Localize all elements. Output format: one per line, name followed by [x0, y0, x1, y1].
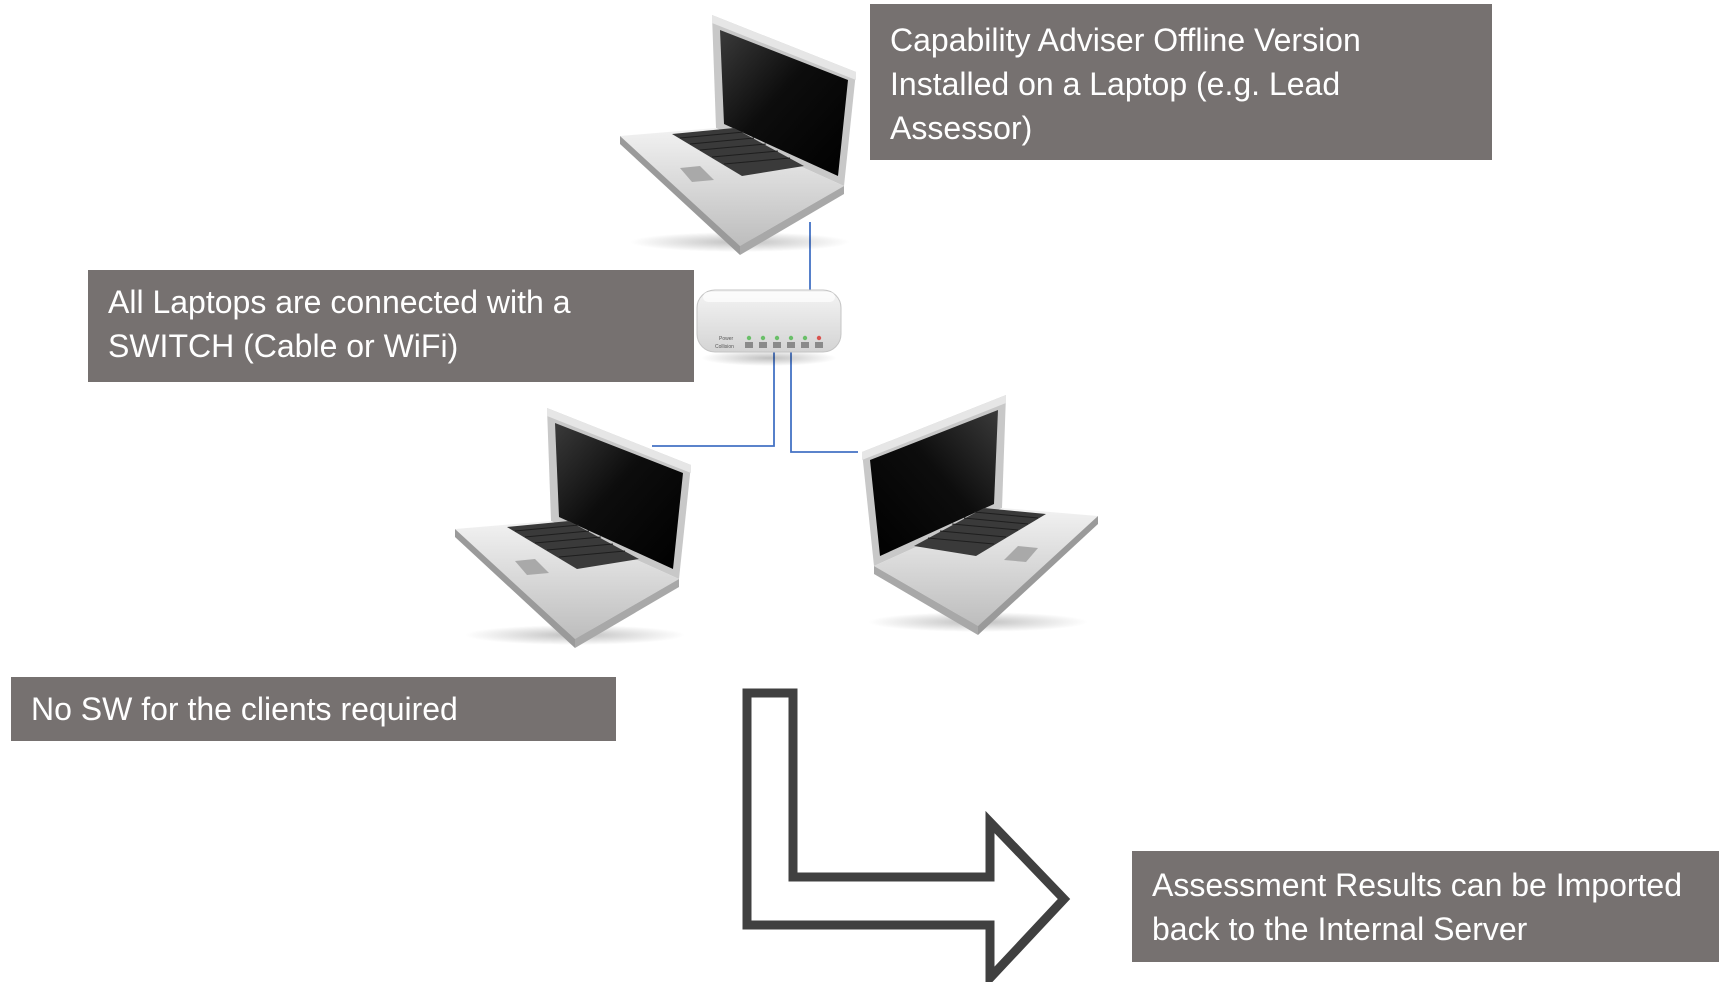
- bent-arrow-icon: [742, 688, 1071, 982]
- laptop-icon: [862, 395, 1098, 635]
- callout-switch: All Laptops are connected with a SWITCH …: [88, 270, 694, 382]
- cable-left-laptop: [652, 345, 775, 447]
- callout-no-software: No SW for the clients required: [11, 677, 616, 741]
- cable-right-laptop: [790, 345, 858, 453]
- callout-import-results: Assessment Results can be Imported back …: [1132, 851, 1719, 962]
- switch-power-label: Power: [719, 336, 734, 342]
- laptop-icon: [620, 15, 856, 255]
- switch-collision-label: Collision: [715, 344, 734, 350]
- callout-offline-version: Capability Adviser Offline Version Insta…: [870, 4, 1492, 160]
- network-cables: [652, 222, 858, 453]
- network-switch-icon: Power Collision: [696, 289, 842, 366]
- laptop-icon: [455, 408, 691, 648]
